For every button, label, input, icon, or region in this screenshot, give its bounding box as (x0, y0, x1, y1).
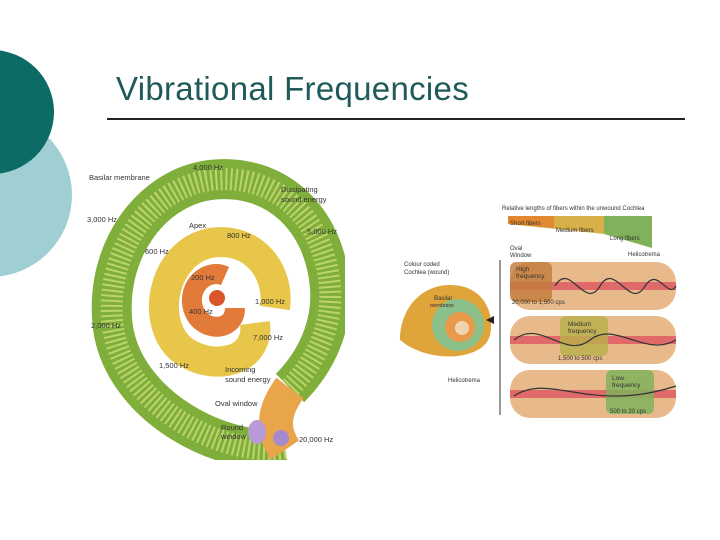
label-basilar-membrane: Basilar membrane (89, 173, 150, 182)
wave-high (554, 278, 677, 294)
label-200hz: 200 Hz (191, 273, 215, 282)
label-dissipating: Dissipating (281, 185, 318, 194)
label-unwound-header: Relative lengths of fibers within the un… (502, 206, 645, 212)
label-1500hz: 1,500 Hz (159, 361, 189, 370)
label-medium-fibers: Medium fibers (556, 228, 594, 234)
label-800hz: 800 Hz (227, 231, 251, 240)
label-frequency-3: frequency (612, 382, 641, 389)
title-underline (107, 118, 685, 120)
label-medium: Medium (568, 321, 591, 328)
label-round: Round (221, 423, 243, 432)
outer-coil-fibers (100, 168, 342, 460)
label-4000hz: 4,000 Hz (193, 163, 223, 172)
label-2000hz: 2,000 Hz (91, 321, 121, 330)
unwound-cochlea-figure: Relative lengths of fibers within the un… (390, 200, 680, 420)
label-helicotrema-bottom: Helicotrema (448, 378, 481, 384)
label-7000hz: 7,000 Hz (253, 333, 283, 342)
tube-high-membrane (510, 282, 676, 290)
label-range-3: 500 to 20 cps (610, 409, 646, 415)
wave-medium (513, 332, 677, 347)
label-400hz: 400 Hz (189, 307, 213, 316)
cochlea-spiral-figure: Basilar membrane 4,000 Hz Dissipating so… (85, 158, 345, 460)
short-fibers-tip (508, 216, 554, 228)
label-round-window: window (220, 432, 247, 441)
label-range-1: 20,000 to 1,500 cps (512, 300, 565, 306)
label-apex: Apex (189, 221, 206, 230)
tube-low-membrane (510, 390, 676, 398)
inner-coil (181, 264, 245, 337)
label-oval-window: Oval window (215, 399, 258, 408)
label-short-fibers: Short fibers (510, 221, 541, 227)
label-high: High (516, 266, 530, 273)
label-oval: Oval (510, 246, 522, 252)
label-dissipating-energy: sound energy (281, 195, 327, 204)
pointer-arrow-icon (486, 316, 494, 324)
label-long-fibers: Long fibers (610, 236, 640, 242)
middle-coil (148, 227, 291, 377)
label-20000hz: 20,000 Hz (299, 435, 333, 444)
wound-cochlea-center (455, 321, 469, 335)
label-frequency-1: frequency (516, 273, 545, 280)
label-cochlea-wound: Cochlea (wound) (404, 270, 449, 276)
label-membrane: membrane (430, 303, 454, 309)
label-basilar: Basilar (434, 296, 452, 302)
label-helicotrema-top: Helicotrema (628, 252, 661, 258)
label-colour-coded: Colour coded (404, 262, 440, 268)
label-incoming: Incoming (225, 365, 255, 374)
wave-low (513, 385, 677, 397)
label-5000hz: 5,000 Hz (307, 227, 337, 236)
label-600hz: 600 Hz (145, 247, 169, 256)
label-low: Low (612, 375, 624, 382)
apex-center (209, 290, 225, 306)
label-1000hz: 1,000 Hz (255, 297, 285, 306)
tube-low-label-bg (606, 370, 654, 414)
label-3000hz: 3,000 Hz (87, 215, 117, 224)
slide-title: Vibrational Frequencies (116, 70, 469, 107)
tube-high-label-bg (510, 262, 552, 302)
label-frequency-2: frequency (568, 328, 597, 335)
oval-window-shape (248, 420, 266, 444)
label-incoming-energy: sound energy (225, 375, 271, 384)
label-range-2: 1,500 to 500 cps (558, 356, 602, 362)
label-oval-window: Window (510, 253, 532, 259)
round-window-shape (273, 430, 289, 446)
decor-circle-dark (0, 50, 54, 174)
long-fibers-band (604, 216, 652, 248)
